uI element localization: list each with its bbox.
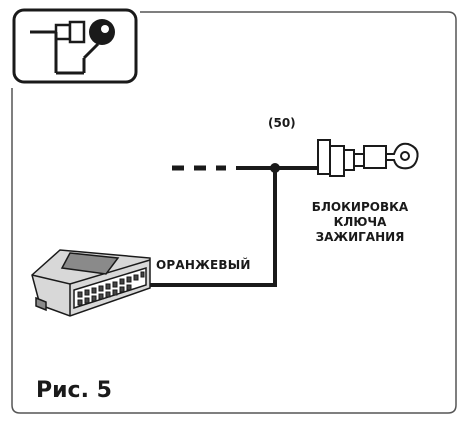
figure-caption: Рис. 5	[36, 378, 112, 403]
alarm-control-unit-icon	[31, 249, 151, 317]
diagram-frame	[11, 11, 457, 414]
wire-color-label: ОРАНЖЕВЫЙ	[156, 258, 251, 272]
ignition-lock-label-line-3: ЗАЖИГАНИЯ	[315, 230, 405, 244]
terminal-50-label: (50)	[268, 116, 296, 130]
ignition-key-switch-icon	[12, 8, 138, 84]
ignition-key-icon	[317, 139, 419, 177]
ignition-lock-label-line-2: КЛЮЧА	[333, 215, 387, 229]
ignition-lock-label-line-1: БЛОКИРОВКА	[311, 200, 409, 214]
ignition-lock-label: БЛОКИРОВКА КЛЮЧА ЗАЖИГАНИЯ	[305, 200, 415, 245]
